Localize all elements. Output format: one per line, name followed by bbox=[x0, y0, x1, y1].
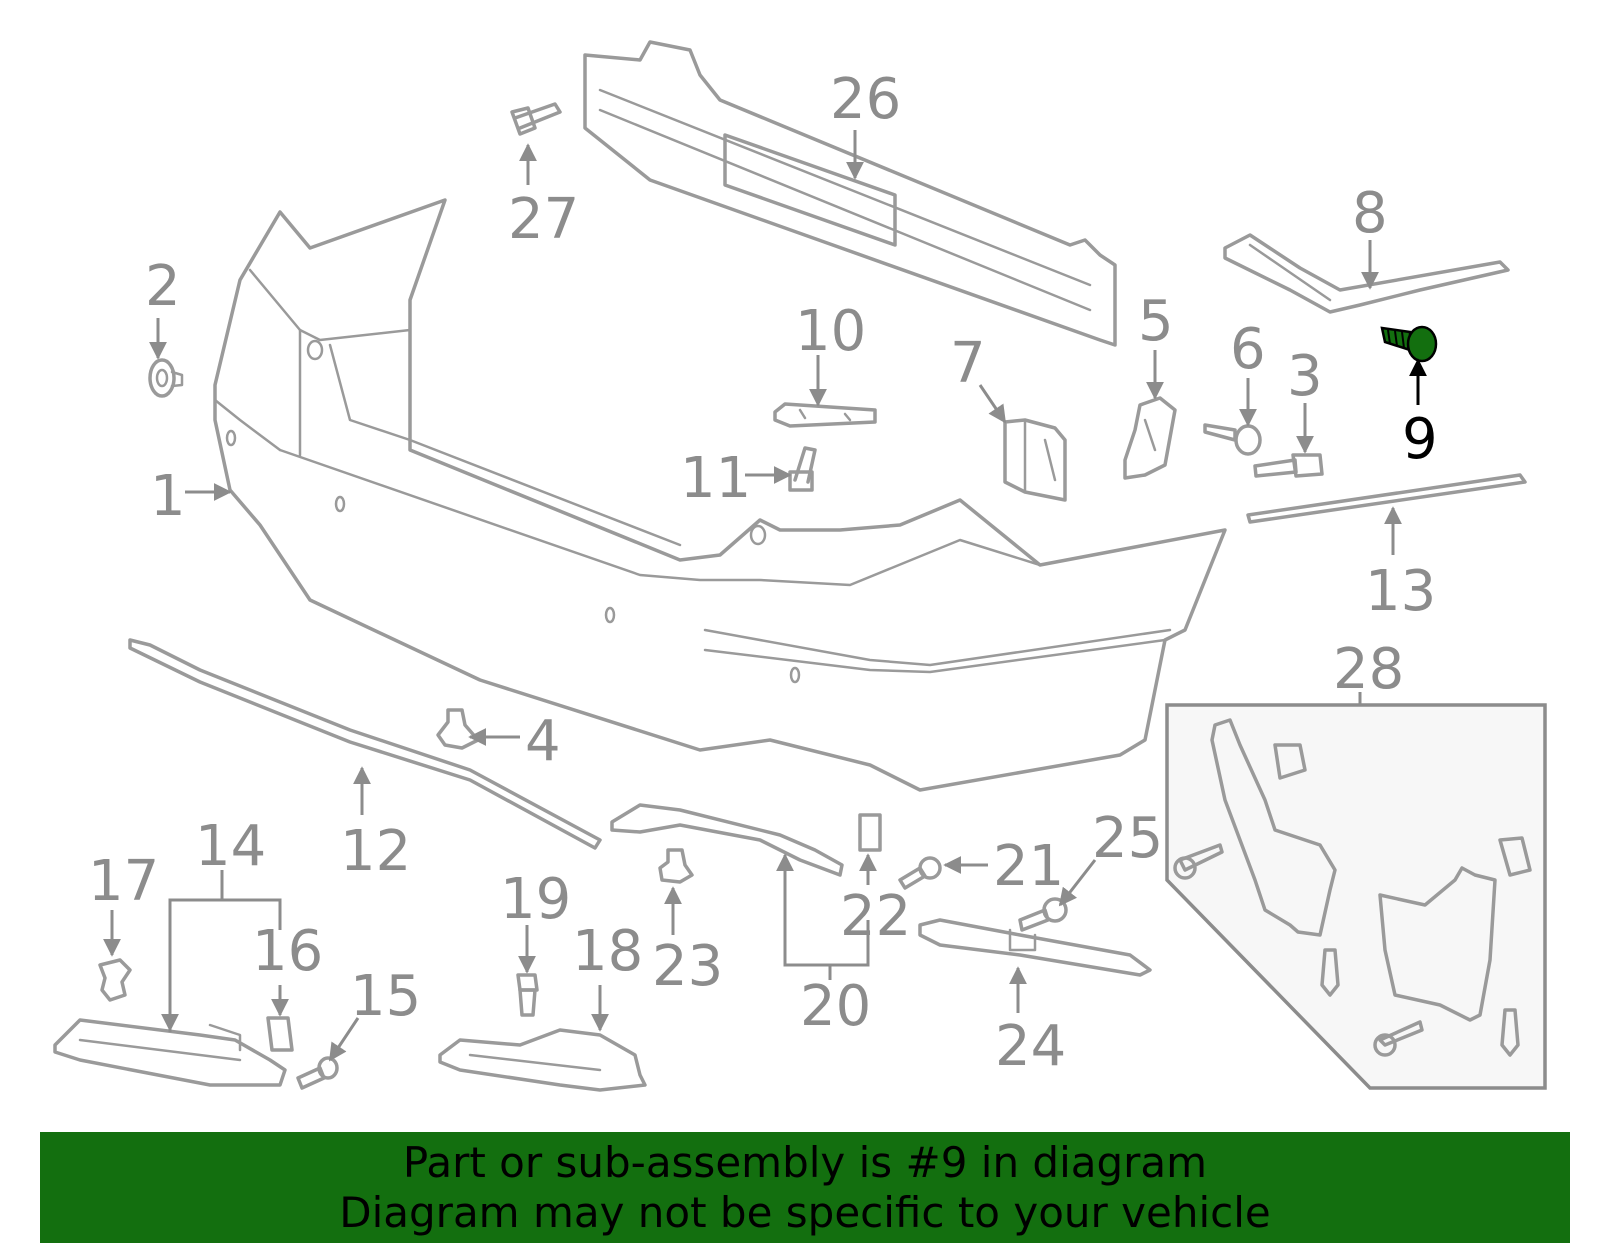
callout-17: 17 bbox=[88, 849, 159, 914]
bumper-cover-part-1 bbox=[213, 198, 1227, 792]
side-bracket-part-8 bbox=[1223, 233, 1510, 314]
callout-20: 20 bbox=[800, 974, 871, 1039]
bolt-part-3 bbox=[1253, 453, 1324, 478]
bracket-part-10 bbox=[773, 402, 877, 428]
lower-trim-part-12 bbox=[128, 638, 602, 850]
bracket-part-16 bbox=[266, 1016, 294, 1052]
bracket-part-20 bbox=[610, 803, 844, 877]
clip-part-17 bbox=[98, 958, 132, 1002]
bolt-part-27 bbox=[510, 102, 562, 136]
bracket-part-7 bbox=[1003, 418, 1067, 502]
reflector-part-18 bbox=[438, 1028, 647, 1092]
screw-part-9 bbox=[1380, 325, 1438, 363]
callout-13: 13 bbox=[1365, 559, 1436, 624]
bolt-part-25 bbox=[1018, 897, 1068, 932]
callout-23: 23 bbox=[652, 934, 723, 999]
clip-part-2 bbox=[148, 358, 184, 398]
trim-strip-part-13 bbox=[1246, 473, 1527, 524]
callout-12: 12 bbox=[340, 819, 411, 884]
callout-9: 9 bbox=[1402, 407, 1438, 472]
bolt-part-19 bbox=[516, 973, 539, 1017]
callout-16: 16 bbox=[252, 919, 323, 984]
callout-8: 8 bbox=[1352, 181, 1388, 246]
callout-4: 4 bbox=[525, 709, 561, 774]
bracket-part-22 bbox=[858, 813, 882, 852]
reinforcement-beam-part-26 bbox=[583, 40, 1117, 347]
bolt-part-15 bbox=[296, 1056, 339, 1090]
bolt-part-11 bbox=[788, 446, 817, 492]
callout-5: 5 bbox=[1138, 289, 1174, 354]
callout-6: 6 bbox=[1230, 317, 1266, 382]
callout-27: 27 bbox=[508, 187, 579, 252]
callout-3: 3 bbox=[1287, 344, 1323, 409]
screw-part-6 bbox=[1203, 423, 1262, 456]
callout-10: 10 bbox=[795, 299, 866, 364]
bolt-part-21 bbox=[898, 856, 942, 890]
bracket-part-5 bbox=[1123, 396, 1177, 480]
callout-15: 15 bbox=[350, 964, 421, 1029]
leader-lines bbox=[103, 130, 1427, 1062]
part-info-banner: Part or sub-assembly is #9 in diagram Di… bbox=[40, 1132, 1570, 1243]
callout-14: 14 bbox=[195, 814, 266, 879]
callout-11: 11 bbox=[680, 446, 751, 511]
callout-1: 1 bbox=[150, 464, 186, 529]
callout-21: 21 bbox=[993, 834, 1064, 899]
bracket-part-24 bbox=[918, 918, 1152, 977]
callout-28: 28 bbox=[1333, 637, 1404, 702]
callout-19: 19 bbox=[500, 867, 571, 932]
callout-2: 2 bbox=[145, 254, 181, 319]
callout-24: 24 bbox=[995, 1014, 1066, 1079]
callout-7: 7 bbox=[950, 331, 986, 396]
parts-diagram: 1 2 3 4 5 6 7 8 9 10 11 12 13 14 15 16 1… bbox=[53, 40, 1547, 1092]
callout-22: 22 bbox=[840, 884, 911, 949]
callout-25: 25 bbox=[1092, 806, 1163, 871]
clip-part-4 bbox=[436, 708, 480, 750]
callout-26: 26 bbox=[830, 67, 901, 132]
reflector-part-14 bbox=[53, 1018, 287, 1087]
banner-disclaimer-text: Diagram may not be specific to your vehi… bbox=[339, 1187, 1271, 1237]
clip-part-23 bbox=[658, 848, 694, 884]
callout-18: 18 bbox=[572, 919, 643, 984]
mud-flap-kit-part-28 bbox=[1165, 703, 1547, 1090]
banner-part-text: Part or sub-assembly is #9 in diagram bbox=[402, 1137, 1208, 1187]
callout-labels: 1 2 3 4 5 6 7 8 9 10 11 12 13 14 15 16 1… bbox=[88, 67, 1438, 1079]
